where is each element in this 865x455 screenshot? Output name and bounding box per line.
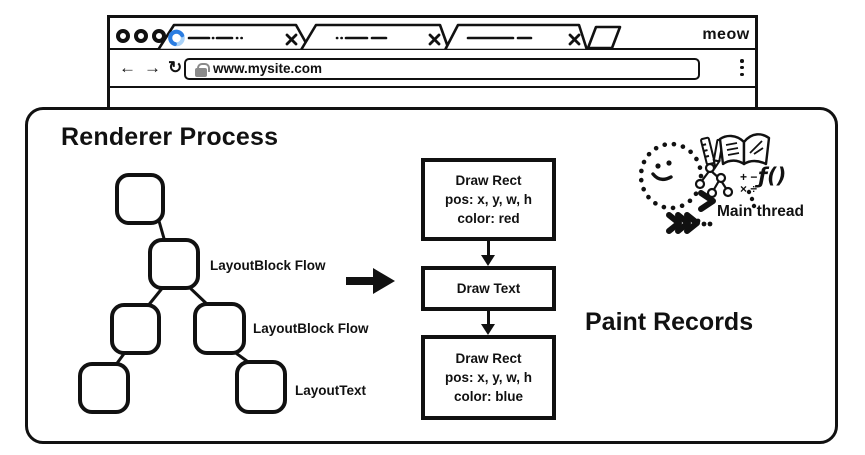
browser-tab[interactable] (156, 23, 312, 52)
paint-record-box: Draw Text (421, 266, 556, 311)
smiley-face-icon (651, 160, 673, 182)
browser-tab[interactable] (443, 23, 589, 52)
new-tab-button[interactable] (586, 25, 622, 50)
trail-dots-icon (695, 189, 757, 227)
function-icon: ƒ() (754, 164, 786, 188)
window-button-icon[interactable] (152, 29, 166, 43)
window-button-icon[interactable] (134, 29, 148, 43)
tree-node-label: LayoutText (295, 383, 367, 398)
menu-icon[interactable] (740, 59, 744, 77)
tree-node (115, 173, 165, 225)
tree-node (110, 303, 161, 355)
paint-record-box: Draw Rect pos: x, y, w, h color: blue (421, 335, 556, 420)
url-bar[interactable]: www.mysite.com (184, 58, 700, 80)
padlock-icon (195, 62, 210, 77)
close-icon[interactable] (428, 33, 441, 46)
window-button-icon[interactable] (116, 29, 130, 43)
tabs-graphic (156, 23, 622, 52)
right-arrow-icon (346, 268, 395, 294)
math-icon: × ÷ (740, 182, 757, 196)
paint-record-line: Draw Rect (455, 172, 522, 188)
tree-node (235, 360, 287, 414)
renderer-process-panel: Renderer Process LayoutBlock Flow Layout… (25, 107, 838, 444)
url-input[interactable]: www.mysite.com (213, 61, 323, 76)
panel-title: Renderer Process (61, 123, 279, 151)
browser-toolbar: ← → ↻ www.mysite.com (110, 50, 755, 88)
dotted-loop-icon (638, 141, 704, 211)
down-arrow-icon (481, 255, 495, 266)
tree-node (78, 362, 130, 414)
tree-node (148, 238, 200, 290)
math-icon: + − (740, 170, 757, 184)
paint-record-line: pos: x, y, w, h (444, 191, 532, 207)
back-icon[interactable]: ← (119, 58, 136, 77)
paint-record-line: color: blue (453, 389, 523, 405)
main-thread-mascot: + − × ÷ ƒ() (638, 133, 786, 234)
paint-records-label: Paint Records (585, 308, 754, 336)
browser-window: meow ← → ↻ www.mysite.com (107, 15, 758, 111)
main-thread-label: Main thread (717, 203, 804, 220)
brand-label: meow (702, 26, 750, 43)
layout-tree: LayoutBlock Flow LayoutBlock Flow Layout… (78, 173, 369, 414)
tree-node (193, 302, 246, 355)
paint-record-line: color: red (457, 211, 520, 227)
tree-node-label: LayoutBlock Flow (253, 321, 369, 336)
browser-tab[interactable] (299, 23, 451, 52)
book-icon (718, 133, 771, 166)
paint-record-line: Draw Text (456, 280, 521, 296)
down-arrow-icon (481, 324, 495, 335)
connector-line (487, 311, 491, 325)
spinner-icon (168, 29, 185, 47)
reload-icon[interactable]: ↻ (168, 58, 183, 77)
paint-record-box: Draw Rect pos: x, y, w, h color: red (421, 158, 556, 241)
connector-line (487, 241, 491, 256)
chevron-arrows-icon (666, 190, 716, 234)
tab-bar: meow (110, 18, 755, 52)
close-icon[interactable] (568, 33, 581, 46)
close-icon[interactable] (285, 33, 298, 46)
tree-node-label: LayoutBlock Flow (210, 258, 326, 273)
dom-tree-icon (694, 162, 734, 199)
paint-record-line: pos: x, y, w, h (444, 369, 532, 385)
paint-record-line: Draw Rect (455, 350, 522, 366)
forward-icon[interactable]: → (144, 58, 161, 77)
